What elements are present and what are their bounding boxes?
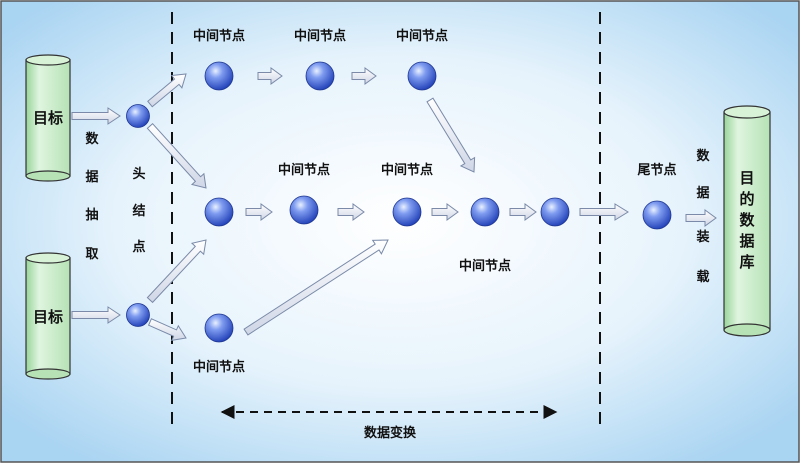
head-node-char-1: 头 [132, 166, 145, 182]
middle-node-1 [204, 61, 234, 91]
extract-char-2: 据 [85, 169, 98, 185]
extract-char-3: 抽 [85, 207, 98, 223]
arrow-tail-to-db [685, 209, 717, 227]
tail-node [642, 200, 672, 230]
target-db-char-5: 库 [739, 253, 754, 271]
middle-node-9 [204, 313, 234, 343]
head-node-top [126, 104, 150, 128]
load-char-4: 载 [696, 269, 709, 285]
tail-node-label: 尾节点 [637, 162, 676, 178]
middle-node-label-6: 中间节点 [459, 258, 511, 274]
arrow-head-to-mid4 [146, 122, 207, 189]
title-label: 数据变换 [364, 425, 417, 441]
flow-arrows [71, 67, 717, 342]
head-node-bottom [126, 303, 150, 327]
target-db-char-2: 的 [739, 190, 754, 208]
middle-node-2 [305, 61, 335, 91]
arrow-mid7-to-mid8 [509, 203, 537, 221]
middle-node-label-4: 中间节点 [278, 162, 330, 178]
arrow-source2-to-head [71, 306, 121, 324]
source-label-2: 目标 [33, 308, 63, 326]
target-db-char-1: 目 [739, 169, 754, 187]
middle-node-label-2: 中间节点 [294, 28, 346, 44]
arrow-head-to-mid1 [147, 73, 187, 108]
arrow-mid5-to-mid6 [337, 203, 365, 221]
middle-node-label-7: 中间节点 [193, 359, 245, 375]
arrow-head-to-mid9 [147, 318, 187, 342]
arrow-mid4-to-mid5 [245, 203, 273, 221]
middle-node-label-3: 中间节点 [396, 28, 448, 44]
head-node-char-2: 结 [132, 203, 145, 219]
target-db-char-3: 数 [739, 211, 755, 229]
middle-node-8 [540, 197, 570, 227]
target-database-cylinder: 目 的 数 据 库 [723, 105, 771, 337]
arrow-mid8-to-tail [579, 203, 629, 221]
arrow-mid1-to-mid2 [257, 67, 283, 85]
arrow-head-to-mid4b [146, 239, 207, 304]
arrow-mid6-to-mid7 [431, 203, 459, 221]
middle-node-3 [407, 61, 437, 91]
flow-nodes [126, 61, 672, 343]
extract-char-4: 取 [85, 247, 99, 262]
head-node-char-3: 点 [132, 239, 145, 255]
middle-node-4 [204, 197, 234, 227]
load-char-3: 装 [695, 229, 709, 245]
arrow-mid9-to-mid6 [243, 239, 389, 336]
middle-node-5 [289, 195, 319, 225]
arrow-mid2-to-mid3 [351, 67, 377, 85]
middle-node-7 [470, 197, 500, 227]
middle-node-label-5: 中间节点 [381, 162, 433, 178]
arrow-source1-to-head [71, 107, 121, 125]
source-cylinder-top: 目标 [25, 54, 71, 182]
load-char-2: 据 [696, 185, 709, 201]
source-cylinder-bottom: 目标 [25, 252, 71, 380]
middle-node-6 [392, 197, 422, 227]
target-db-char-4: 据 [739, 232, 754, 250]
load-char-1: 数 [696, 148, 710, 164]
extract-char-1: 数 [85, 131, 99, 147]
middle-node-label-1: 中间节点 [193, 28, 245, 44]
arrow-mid3-to-mid7 [426, 97, 476, 173]
source-label-1: 目标 [33, 109, 63, 127]
